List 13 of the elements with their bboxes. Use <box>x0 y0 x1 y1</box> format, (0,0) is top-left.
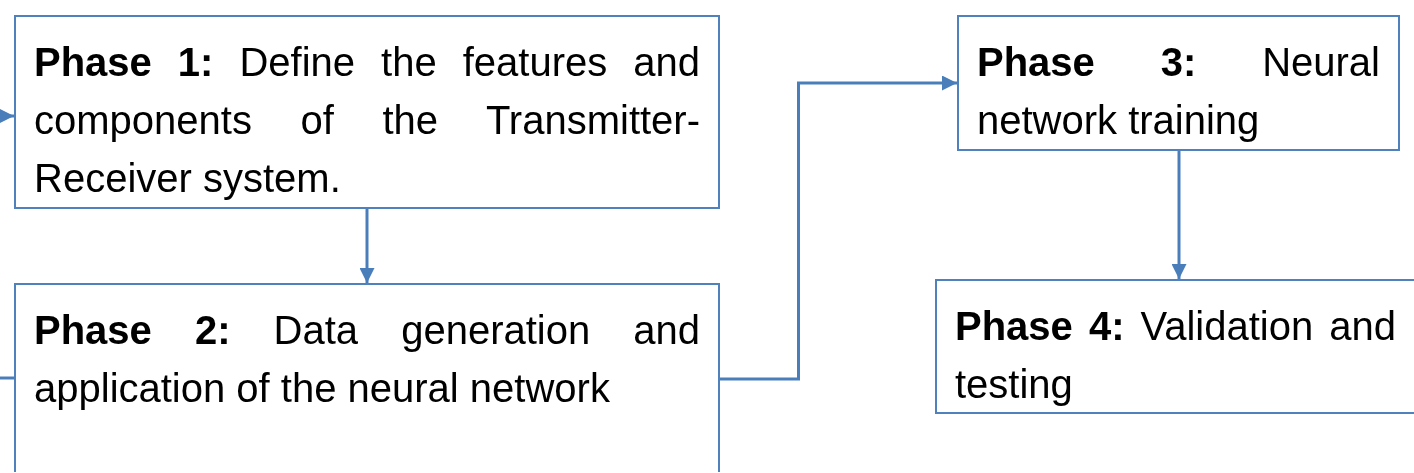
process-box <box>935 279 1414 414</box>
step-text: Phase 3: Neural network training <box>977 39 1380 144</box>
step-text: Phase 1: Define the features and components of the Transmitter-Receiver system. <box>34 39 700 202</box>
connector-line <box>0 376 14 380</box>
arrow <box>720 75 957 381</box>
process-box <box>14 15 720 209</box>
step-text: Phase 4: Validation and testing <box>955 303 1396 408</box>
process-box <box>14 283 720 472</box>
step-text: Phase 2: Data generation and application of the neural network <box>34 307 700 412</box>
arrow <box>1171 151 1187 279</box>
process-box <box>957 15 1400 151</box>
arrow <box>0 108 14 124</box>
arrow <box>359 209 375 283</box>
